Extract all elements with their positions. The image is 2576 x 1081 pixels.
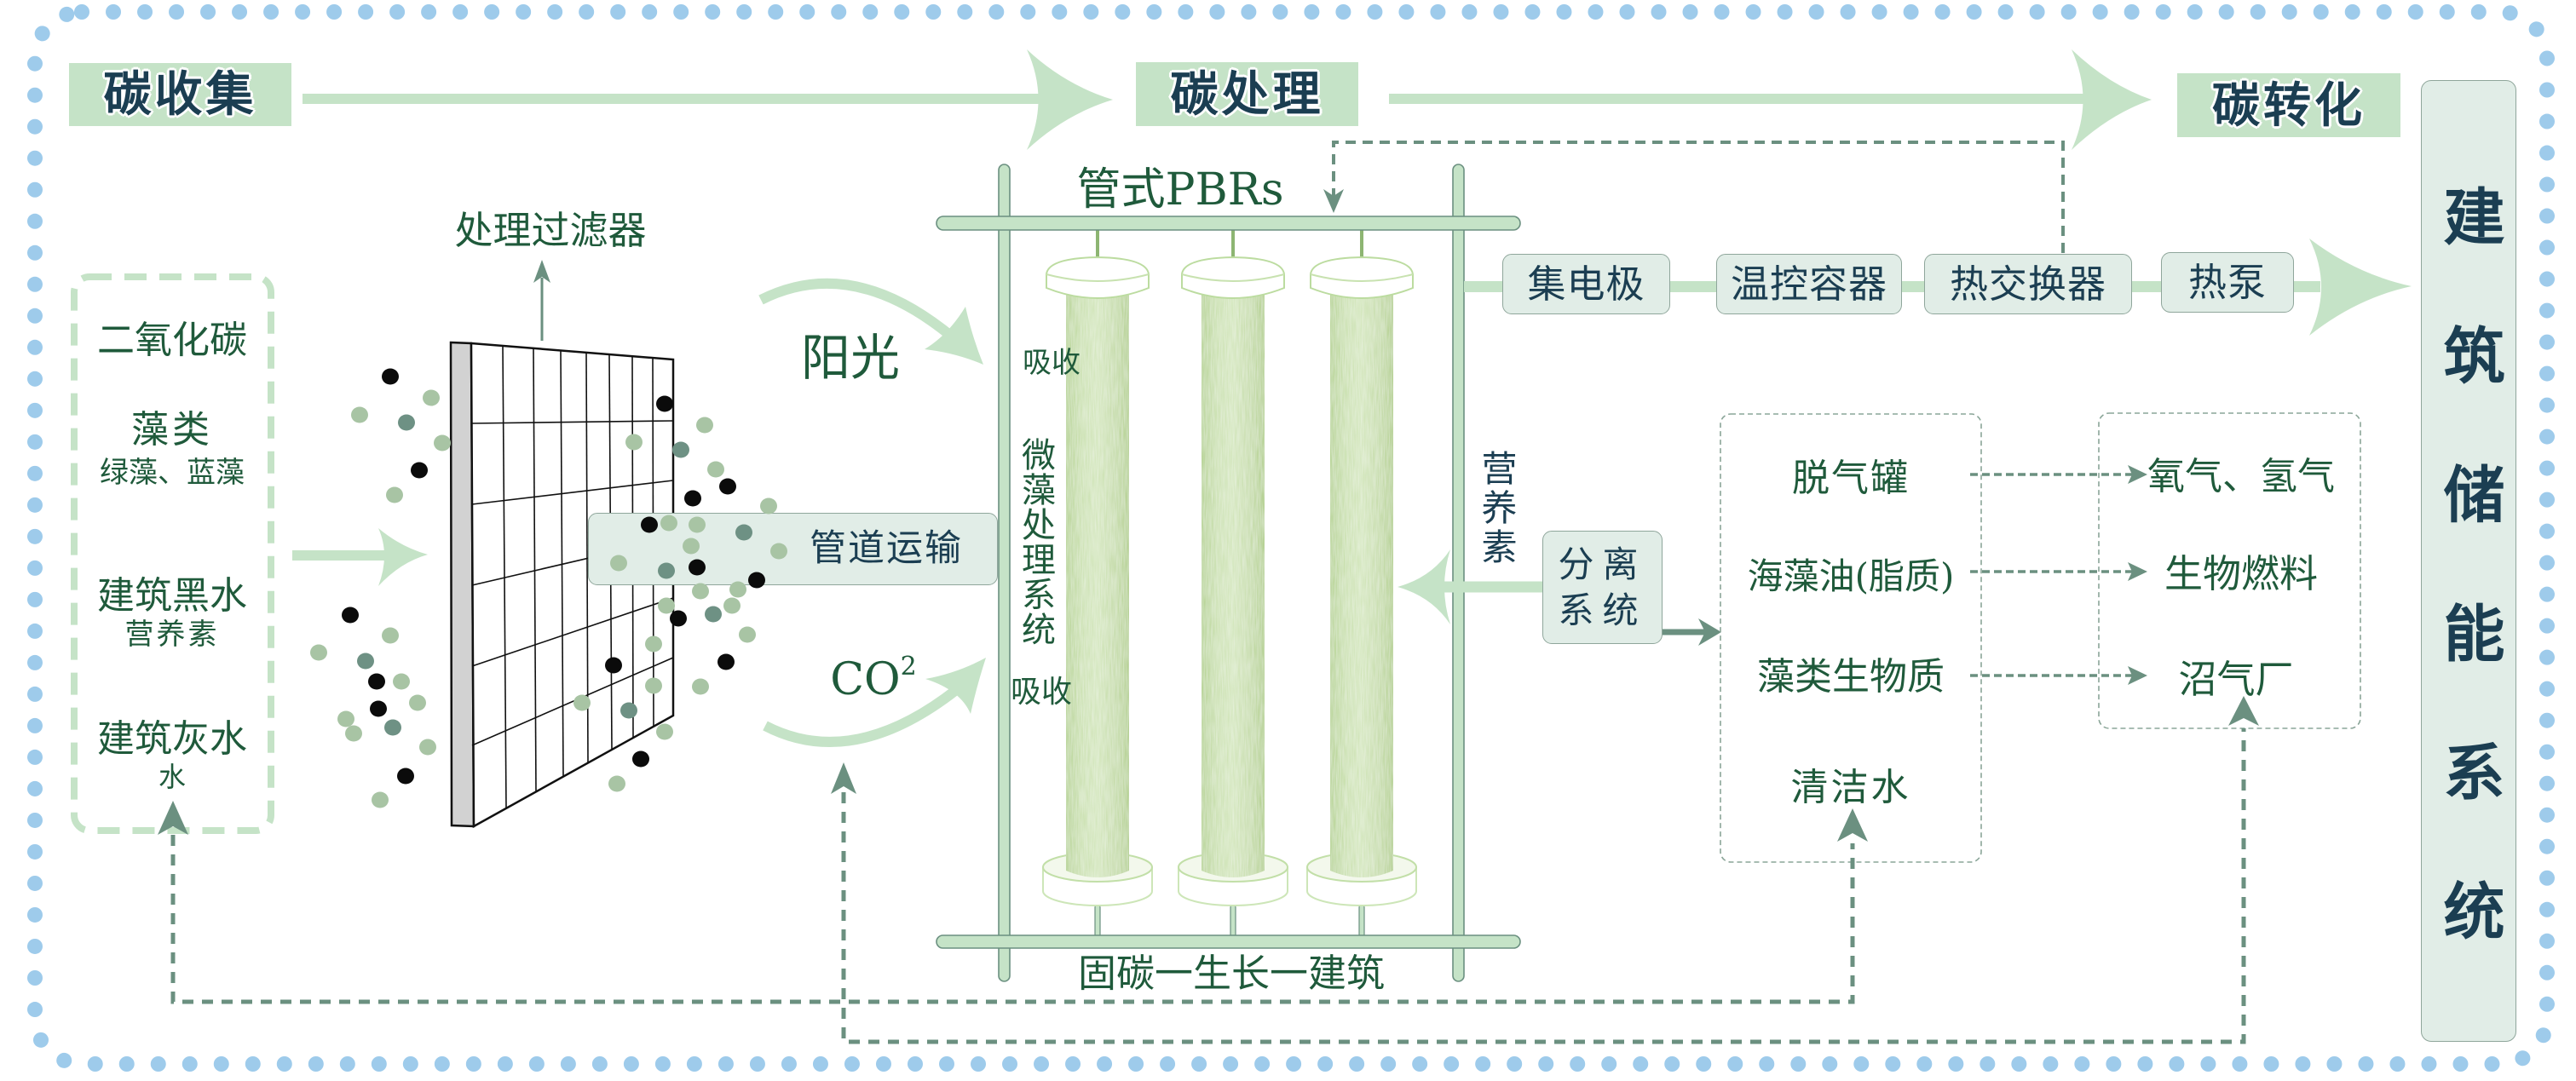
- input-algae-title: 藻类: [131, 408, 213, 451]
- tube-top-cap-rim: [1310, 273, 1414, 282]
- energy-chain-arrowhead: [2309, 239, 2412, 336]
- pbr-tube: [1306, 230, 1417, 938]
- stage-label-collection: 碳收集: [69, 63, 291, 126]
- storage-system-box: 建筑储能系统: [2421, 80, 2516, 1042]
- biogas-plant-arrowhead: [2228, 696, 2259, 726]
- tube-top-cap: [1181, 256, 1285, 299]
- water-recycle-arrowhead-left: [158, 801, 188, 835]
- separation-output-clean-water: 清洁水: [1790, 766, 1911, 809]
- tube-body: [1066, 291, 1129, 877]
- filter-side-band: [449, 341, 475, 828]
- tube-bottom-stem: [1358, 904, 1365, 938]
- filter-grid-line: [471, 657, 674, 746]
- stage-label-processing: 碳处理: [1136, 62, 1358, 126]
- filter-grid-line: [471, 480, 674, 505]
- clean-water-arrowhead: [1837, 808, 1868, 842]
- energy-box-thermal-container-label: 温控容器: [1730, 262, 1887, 307]
- pbr-frame-top-bar: [936, 216, 1521, 231]
- water-recycle-dashed-line: [170, 835, 1855, 1004]
- input-greywater-subtitle: 水: [158, 761, 186, 793]
- separation-output-algae-oil: 海藻油(脂质): [1747, 555, 1955, 597]
- stage-flow-arrowhead-2: [2072, 49, 2152, 150]
- energy-box-heat-exchanger: 热交换器: [1924, 254, 2132, 314]
- pbr-tube: [1042, 230, 1153, 938]
- tube-body: [1330, 291, 1393, 877]
- energy-box-collector: 集电极: [1502, 254, 1670, 314]
- pbr-absorb-bottom: 吸收: [1010, 675, 1072, 710]
- stage-label-conversion: 碳转化: [2177, 73, 2400, 137]
- filter-grid-line: [471, 597, 674, 667]
- pbr-title: 管式PBRs: [1076, 164, 1284, 216]
- separation-system-line1: 分离: [1558, 543, 1647, 585]
- pbr-frame-bottom-bar: [936, 934, 1521, 949]
- pbr-system-label: 微藻处理系统: [1016, 437, 1055, 647]
- product-oxygen-hydrogen: 氧气、氢气: [2147, 455, 2335, 498]
- nutrient-return-arrowhead: [1397, 549, 1450, 624]
- pbr-frame-left-pole: [998, 164, 1011, 982]
- inputs-dashed-box: [71, 273, 274, 834]
- tube-bottom-stem: [1230, 904, 1236, 938]
- pbr-tube: [1178, 230, 1288, 938]
- tube-bottom-stem: [1094, 904, 1101, 938]
- pbr-frame-right-pole: [1452, 164, 1465, 982]
- filter-grid-line: [471, 420, 674, 424]
- co2-label-text: CO: [830, 654, 901, 705]
- sunlight-arrow-curve: [758, 278, 956, 342]
- biogas-co2-dashed-line: [841, 728, 2246, 1044]
- filter-up-arrowhead: [533, 260, 550, 283]
- input-blackwater-subtitle: 营养素: [124, 618, 220, 652]
- input-co2: 二氧化碳: [97, 319, 247, 362]
- input-blackwater-title: 建筑黑水: [97, 574, 247, 618]
- pbr-footer: 固碳一生长一建筑: [1077, 951, 1385, 996]
- energy-box-heat-exchanger-label: 热交换器: [1949, 262, 2106, 307]
- stage-label-collection-text: 碳收集: [103, 66, 257, 123]
- product-arrowhead-biogas: [2128, 666, 2147, 685]
- separation-system-box: 分离 系统: [1542, 531, 1663, 644]
- stage-label-conversion-text: 碳转化: [2212, 77, 2366, 134]
- co2-arrowhead: [925, 658, 986, 714]
- heat-feedback-arrowhead: [1323, 189, 1344, 213]
- tube-top-cap: [1310, 256, 1414, 299]
- tube-top-cap: [1046, 256, 1150, 299]
- sunlight-label: 阳光: [800, 329, 900, 387]
- filter-label: 处理过滤器: [454, 208, 647, 253]
- separation-output-biomass: 藻类生物质: [1757, 655, 1945, 699]
- pipeline-label: 管道运输: [810, 527, 963, 570]
- co2-label: CO2: [816, 654, 931, 703]
- energy-box-heat-pump: 热泵: [2161, 252, 2294, 313]
- product-biofuel: 生物燃料: [2164, 551, 2318, 596]
- tube-body: [1202, 291, 1265, 877]
- sunlight-arrowhead: [925, 307, 983, 365]
- input-greywater-title: 建筑灰水: [97, 717, 247, 761]
- input-flow-arrowhead: [378, 528, 428, 586]
- pbr-tubes: [1042, 230, 1417, 938]
- heat-feedback-dashed-line: [1332, 141, 2065, 253]
- outer-dotted-border: [27, 4, 2555, 1072]
- input-algae-subtitle: 绿藻、蓝藻: [100, 456, 245, 490]
- separation-system-line2: 系统: [1558, 589, 1647, 631]
- product-arrowhead-gas: [2128, 465, 2147, 484]
- energy-box-thermal-container: 温控容器: [1716, 254, 1902, 314]
- stage-flow-arrowhead-1: [1027, 49, 1113, 150]
- co2-label-superscript: 2: [900, 652, 917, 681]
- pipeline-box: 管道运输: [588, 513, 998, 585]
- energy-box-collector-label: 集电极: [1527, 262, 1645, 307]
- energy-box-heat-pump-label: 热泵: [2187, 260, 2267, 305]
- separation-out-arrowhead: [1698, 618, 1721, 646]
- nutrients-label: 营养素: [1476, 450, 1518, 567]
- storage-system-label: 建筑储能系统: [2433, 185, 2505, 1018]
- co2-return-arrowhead: [831, 762, 856, 794]
- conversion-products-box: [2098, 412, 2361, 729]
- stage-label-processing-text: 碳处理: [1170, 66, 1324, 123]
- pbr-absorb-top: 吸收: [1023, 346, 1081, 380]
- co2-arrow-curve: [763, 686, 960, 747]
- product-arrowhead-fuel: [2128, 562, 2147, 581]
- separation-output-degassing-tank: 脱气罐: [1792, 457, 1910, 500]
- tube-top-cap-rim: [1181, 273, 1285, 282]
- product-biogas-plant: 沼气厂: [2178, 657, 2294, 702]
- tube-top-cap-rim: [1046, 273, 1150, 282]
